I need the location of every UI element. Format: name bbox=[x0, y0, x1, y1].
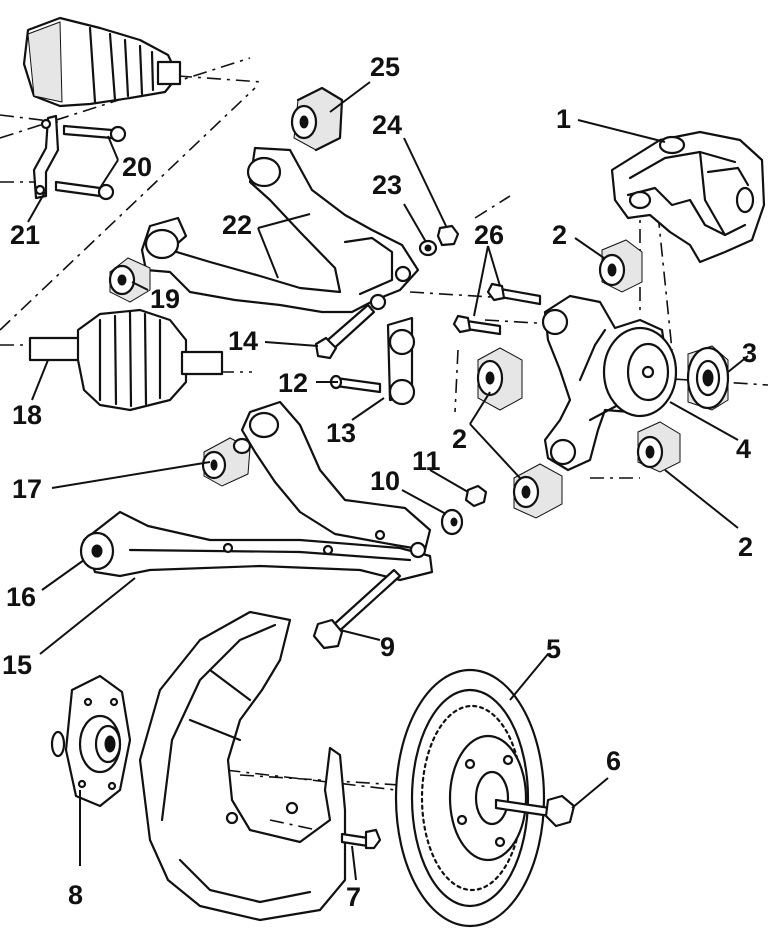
bolt-9 bbox=[312, 568, 402, 650]
callout-13: 13 bbox=[326, 418, 356, 448]
stabilizer-link bbox=[329, 316, 416, 406]
callout-2-upper: 2 bbox=[552, 220, 567, 250]
callout-14: 14 bbox=[228, 326, 258, 356]
callout-23: 23 bbox=[372, 170, 402, 200]
callout-1: 1 bbox=[556, 104, 571, 134]
nut-washer-23-24 bbox=[418, 224, 460, 257]
callout-2-lower: 2 bbox=[738, 532, 753, 562]
bearing-housing-4 bbox=[602, 326, 678, 418]
callout-24: 24 bbox=[372, 110, 402, 140]
cv-joint-18 bbox=[28, 308, 224, 412]
washer-nut-10-11 bbox=[440, 484, 488, 536]
callout-26: 26 bbox=[474, 220, 504, 250]
cv-boot-top bbox=[22, 16, 182, 108]
bolts-26 bbox=[452, 282, 542, 336]
callout-4: 4 bbox=[736, 434, 751, 464]
bushings-2 bbox=[476, 239, 681, 519]
callout-7: 7 bbox=[346, 882, 361, 912]
wheel-hub bbox=[50, 674, 132, 808]
lower-control-arm bbox=[79, 400, 434, 582]
brake-disc bbox=[394, 668, 546, 928]
callout-17: 17 bbox=[12, 474, 42, 504]
callout-2-middle: 2 bbox=[452, 424, 467, 454]
bushing-19 bbox=[108, 257, 151, 303]
bolt-14 bbox=[314, 303, 376, 360]
callout-12: 12 bbox=[278, 368, 308, 398]
upper-control-arm bbox=[140, 146, 420, 314]
callout-20: 20 bbox=[122, 152, 152, 182]
callout-8: 8 bbox=[68, 880, 83, 910]
callout-15: 15 bbox=[2, 650, 32, 680]
callout-16: 16 bbox=[6, 582, 36, 612]
bushing-25 bbox=[290, 86, 344, 152]
bracket-and-bolts bbox=[32, 114, 127, 201]
callout-9: 9 bbox=[380, 632, 395, 662]
bolt-6 bbox=[494, 794, 576, 828]
splash-shield bbox=[138, 610, 347, 922]
callout-10: 10 bbox=[370, 466, 400, 496]
bolt-7 bbox=[340, 828, 382, 850]
callout-22: 22 bbox=[222, 210, 252, 240]
callout-6: 6 bbox=[606, 746, 621, 776]
callout-11: 11 bbox=[412, 446, 441, 476]
callout-5: 5 bbox=[546, 634, 561, 664]
callout-21: 21 bbox=[10, 220, 40, 250]
callout-3: 3 bbox=[742, 338, 757, 368]
brake-caliper bbox=[610, 130, 766, 264]
callout-19: 19 bbox=[150, 284, 180, 314]
callout-18: 18 bbox=[12, 400, 42, 430]
bearing-3 bbox=[686, 345, 730, 411]
bushing-17 bbox=[201, 437, 252, 487]
leader-lines bbox=[27, 81, 749, 881]
callout-labels: 1 2 2 2 3 4 5 6 7 8 9 10 11 12 13 14 15 … bbox=[2, 52, 757, 912]
callout-25: 25 bbox=[370, 52, 400, 82]
